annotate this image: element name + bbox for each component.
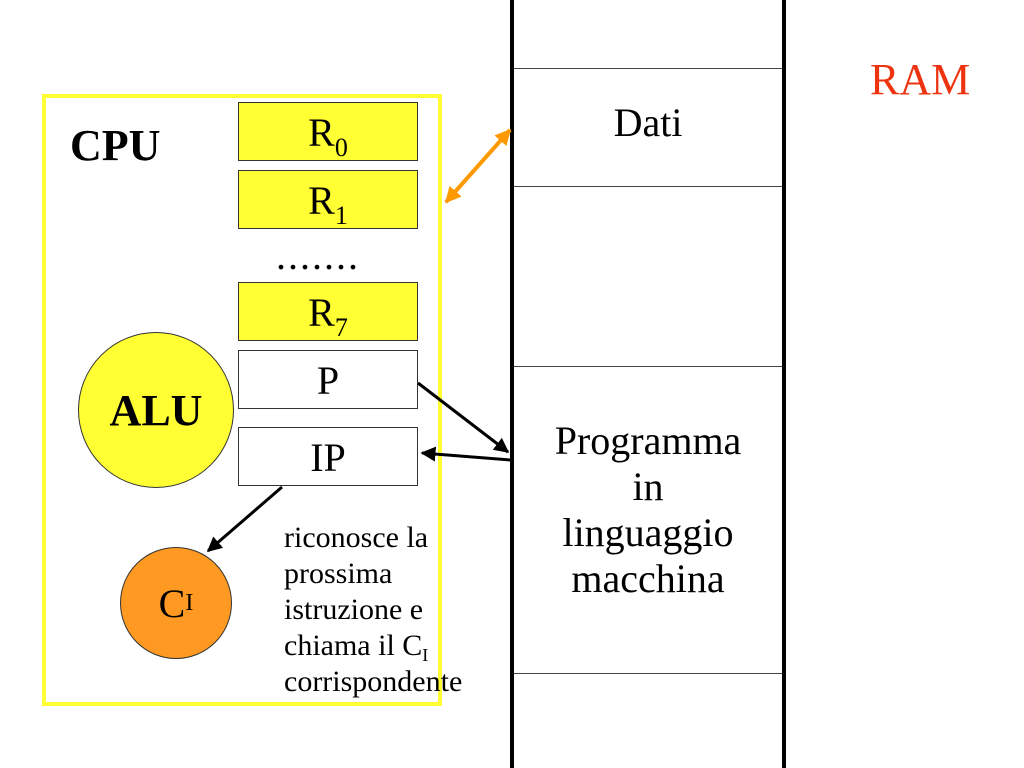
note-line-3: istruzione e — [284, 593, 424, 626]
ram-label: RAM — [870, 55, 971, 104]
register-r1: R1 — [238, 170, 418, 229]
register-r0-sub: 0 — [334, 133, 348, 162]
program-line-4: macchina — [571, 556, 725, 601]
ram-divider — [514, 186, 782, 187]
program-line-1: Programma — [554, 418, 742, 463]
ram-divider — [514, 673, 782, 674]
register-r0: R0 — [238, 102, 418, 161]
ram-program-label: Programma in linguaggio macchina — [514, 418, 782, 602]
ram-data-label: Dati — [613, 100, 683, 145]
register-p: P — [238, 350, 418, 409]
program-line-3: linguaggio — [562, 510, 734, 555]
register-ip: IP — [238, 427, 418, 486]
register-r7: R7 — [238, 282, 418, 341]
ip-to-ci-arrow — [206, 485, 283, 553]
program-to-ip-arrow — [420, 446, 511, 462]
register-r0-name: R — [308, 110, 335, 155]
ram-column — [510, 0, 786, 768]
note-line-4-main: chiama il C — [284, 629, 423, 662]
cpu-ram-data-arrow — [444, 128, 512, 204]
note-line-2: prossima — [284, 557, 393, 590]
register-r7-sub: 7 — [334, 313, 348, 342]
register-ellipsis: ....... — [276, 233, 360, 278]
ci-name: C — [158, 580, 186, 626]
register-r7-name: R — [308, 290, 335, 335]
ip-note: riconosce la prossima istruzione e chiam… — [284, 520, 462, 700]
alu-circle: ALU — [78, 332, 234, 488]
register-r1-sub: 1 — [334, 201, 348, 230]
ram-divider — [514, 366, 782, 367]
alu-label: ALU — [109, 385, 203, 435]
note-line-1: riconosce la — [284, 521, 429, 554]
cpu-label: CPU — [70, 121, 161, 170]
p-to-program-arrow — [417, 381, 510, 454]
note-line-4: chiama il CI — [284, 628, 462, 664]
register-r1-name: R — [308, 178, 335, 223]
note-line-5: corrispondente — [284, 665, 463, 698]
program-line-2: in — [632, 464, 664, 509]
ram-divider — [514, 68, 782, 69]
note-line-4-sub: I — [422, 645, 429, 665]
